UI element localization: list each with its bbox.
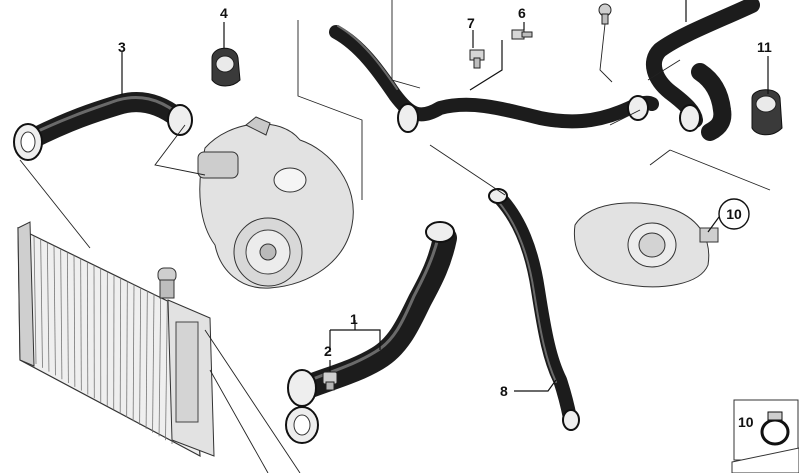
upper-hose bbox=[329, 25, 659, 129]
hose-3 bbox=[20, 92, 188, 150]
reference-lines bbox=[19, 0, 771, 473]
callout-10: 10 bbox=[726, 206, 742, 222]
callout-1: 1 bbox=[350, 311, 358, 327]
callout-2: 2 bbox=[324, 343, 332, 359]
upper-right-hose bbox=[645, 0, 760, 128]
hose-8 bbox=[493, 191, 577, 425]
thermostat-housing bbox=[573, 202, 719, 288]
callout-6: 6 bbox=[518, 5, 526, 21]
callout-10-circle bbox=[718, 198, 750, 230]
bleed-screw bbox=[598, 3, 612, 25]
clip-4 bbox=[211, 47, 241, 87]
hose-clamps bbox=[13, 95, 701, 444]
radiator bbox=[17, 221, 215, 458]
hose-1 bbox=[293, 226, 457, 400]
callout-4: 4 bbox=[220, 5, 228, 21]
bolt-7 bbox=[469, 49, 485, 69]
inset-box: 10 bbox=[731, 399, 799, 473]
inset-callout-10: 10 bbox=[738, 414, 754, 430]
callout-8: 8 bbox=[500, 383, 508, 399]
clip-11 bbox=[751, 89, 783, 136]
callout-11: 11 bbox=[757, 39, 772, 55]
bolt-6 bbox=[511, 29, 533, 40]
water-pump bbox=[197, 116, 354, 289]
callout-7: 7 bbox=[467, 15, 475, 31]
callout-3: 3 bbox=[118, 39, 126, 55]
callouts: 3 4 7 6 11 1 2 8 10 bbox=[118, 5, 772, 399]
